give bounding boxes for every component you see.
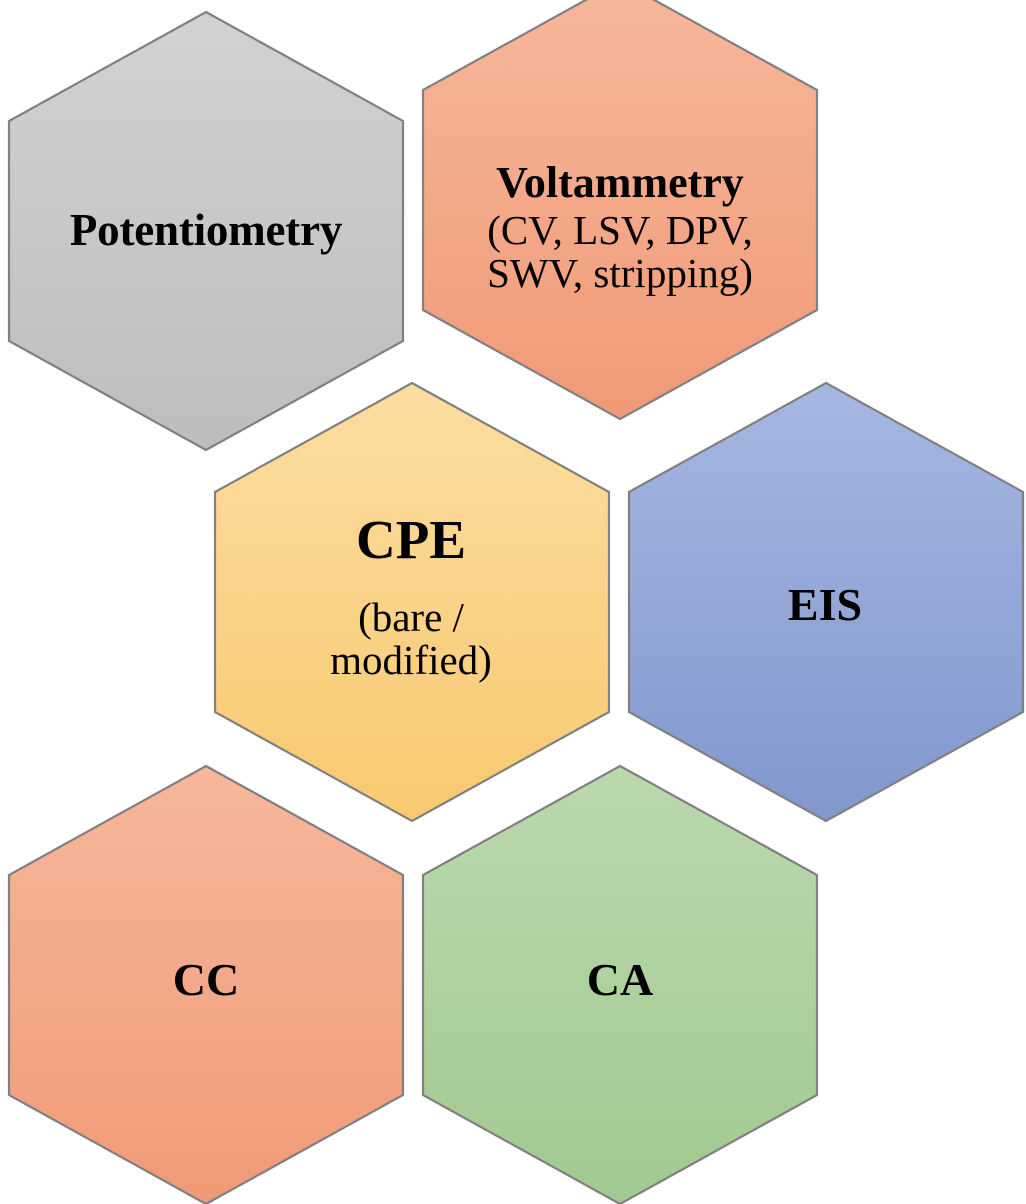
- hexagon-shape-cpe[interactable]: [213, 381, 611, 823]
- hexagon-title-potentiometry: Potentiometry: [69, 205, 343, 256]
- hexagon-title-voltammetry: Voltammetry: [496, 158, 744, 208]
- hexagon-label-cpe[interactable]: CPE (bare / modified): [215, 472, 607, 722]
- hexagon-label-ca[interactable]: CA: [424, 940, 816, 1020]
- hexagon-shape-potentiometry[interactable]: [7, 10, 405, 452]
- hexagon-subtitle-voltammetry-line-2: SWV, stripping): [487, 250, 753, 297]
- hexagon-shape-voltammetry[interactable]: [421, 0, 819, 421]
- hexagon-subtitle-voltammetry-line-1: (CV, LSV, DPV,: [487, 206, 753, 253]
- hexagon-subtitle-cpe-line-2: modified): [330, 637, 492, 684]
- hexagon-title-cc: CC: [172, 953, 240, 1005]
- hexagon-label-cc[interactable]: CC: [10, 940, 402, 1020]
- hexagon-title-cpe: CPE: [356, 509, 466, 571]
- hexagon-shape-ca[interactable]: [421, 764, 819, 1204]
- hexagon-title-eis: EIS: [787, 578, 863, 630]
- hexagon-shape-cc[interactable]: [7, 764, 405, 1204]
- hexagon-label-eis[interactable]: EIS: [629, 565, 1021, 645]
- hexagon-shape-eis[interactable]: [627, 381, 1025, 823]
- hexagon-subtitle-cpe-line-1: (bare /: [358, 593, 464, 640]
- hexagon-label-potentiometry[interactable]: Potentiometry: [10, 186, 402, 276]
- hexagon-label-voltammetry[interactable]: Voltammetry (CV, LSV, DPV, SWV, strippin…: [424, 128, 816, 328]
- hexagon-title-ca: CA: [586, 953, 654, 1005]
